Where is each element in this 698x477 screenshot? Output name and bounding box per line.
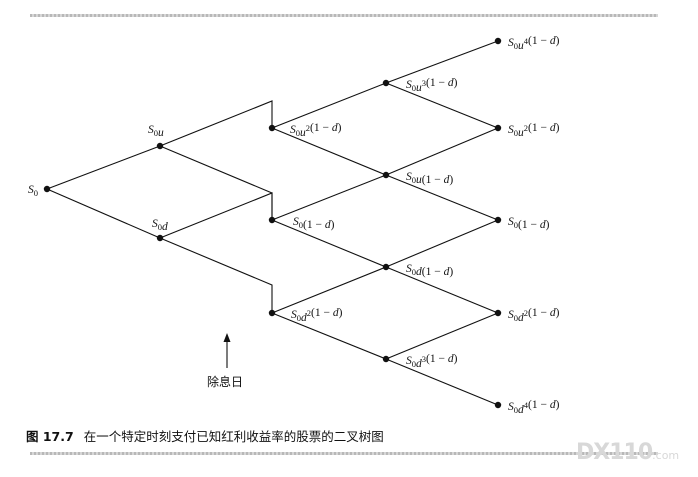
node-label-ud: S0(1 − d) — [293, 216, 335, 231]
node-label-d3: S0d3(1 − d) — [406, 353, 458, 370]
edge-dd-d1 — [271, 266, 387, 314]
ex-dividend-date-label: 除息日 — [207, 375, 244, 389]
tree-node-d — [156, 234, 164, 242]
edge-ud-u1 — [271, 174, 387, 221]
edge-d-up — [159, 192, 273, 239]
tree-node-d4 — [494, 401, 502, 409]
edge-d-down — [159, 237, 273, 313]
tree-node-u — [156, 142, 164, 150]
watermark-logo: DX110.com — [576, 440, 680, 465]
node-label-d2: S0d2(1 − d) — [508, 307, 560, 324]
ex-dividend-arrow — [223, 333, 231, 368]
tree-node-d2 — [494, 309, 502, 317]
node-label-d: S0d — [152, 218, 168, 233]
tree-node-m0 — [494, 216, 502, 224]
edge-d1-d2 — [385, 266, 499, 314]
edge-ud-d1 — [271, 219, 387, 268]
edge-u3-u4 — [385, 40, 499, 84]
figure-number: 图 17.7 — [26, 429, 74, 444]
tree-node-uu — [268, 124, 276, 132]
node-label-u3: S0u3(1 − d) — [406, 77, 458, 94]
tree-node-u3 — [382, 79, 390, 87]
tree-node-u1 — [382, 171, 390, 179]
node-label-u: S0u — [148, 124, 164, 139]
node-label-u1: S0u(1 − d) — [406, 171, 453, 186]
tree-node-u4 — [494, 37, 502, 45]
edge-u-up — [159, 100, 273, 147]
node-label-uu: S0u2(1 − d) — [290, 122, 342, 139]
edge-u3-u2 — [385, 82, 499, 129]
edge-s0-down — [46, 188, 161, 239]
tree-node-ud — [268, 216, 276, 224]
tree-node-u2 — [494, 124, 502, 132]
edge-u1-m0 — [385, 174, 499, 221]
tree-node-n0 — [43, 185, 51, 193]
node-label-d4: S0d4(1 − d) — [508, 399, 560, 416]
edge-d3-d4 — [385, 358, 499, 406]
edge-u1-u2 — [385, 127, 499, 176]
node-label-u4: S0u4(1 − d) — [508, 35, 560, 52]
bottom-rule — [30, 452, 658, 455]
tree-node-d3 — [382, 355, 390, 363]
edge-d3-d2 — [385, 312, 499, 360]
node-label-d1: S0d(1 − d) — [406, 263, 453, 278]
edge-uu-u3 — [271, 82, 387, 129]
edge-uu-u1 — [271, 127, 387, 176]
tree-node-dd — [268, 309, 276, 317]
node-label-m0: S0(1 − d) — [508, 216, 550, 231]
tree-node-d1 — [382, 263, 390, 271]
node-label-n0: S0 — [28, 184, 38, 198]
node-label-dd: S0d2(1 − d) — [291, 307, 343, 324]
edge-s0-up — [46, 145, 161, 190]
top-rule — [30, 14, 658, 17]
figure-caption-text: 在一个特定时刻支付已知红利收益率的股票的二叉树图 — [83, 429, 384, 444]
node-label-u2: S0u2(1 − d) — [508, 122, 560, 139]
edge-d1-m0 — [385, 219, 499, 268]
figure-caption: 图 17.7 在一个特定时刻支付已知红利收益率的股票的二叉树图 — [26, 426, 384, 445]
edge-u-down — [159, 145, 273, 220]
edge-dd-d3 — [271, 312, 387, 360]
